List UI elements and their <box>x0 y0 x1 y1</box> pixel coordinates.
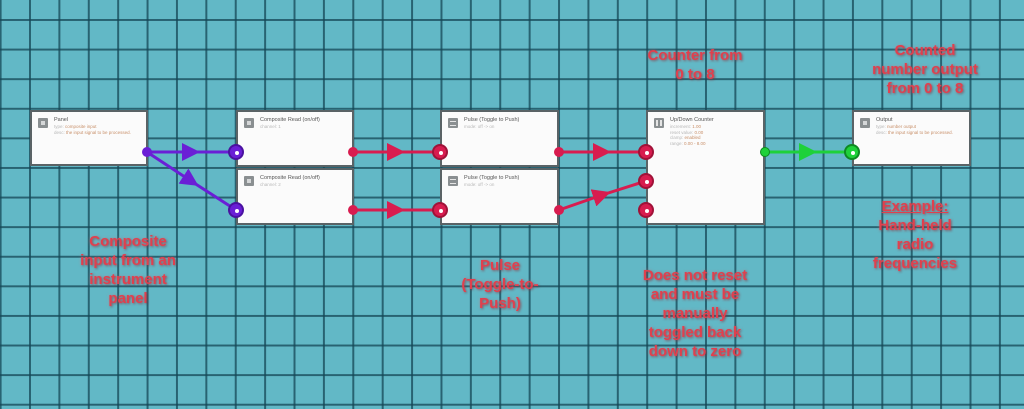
composite-read-node-1[interactable]: Composite Read (on/off) channel: 1 <box>236 110 354 167</box>
output-input-port[interactable] <box>844 144 860 160</box>
counter-output-port[interactable] <box>760 147 770 157</box>
annotation-counter-range: Counter from 0 to 8 <box>647 47 743 83</box>
composite-read-icon <box>244 118 254 128</box>
annotation-output-range: Counted number output from 0 to 8 <box>872 42 978 97</box>
node-title: Panel <box>54 117 69 123</box>
node-properties: channel: 1 <box>260 124 281 129</box>
composite-read-2-output-port[interactable] <box>348 205 358 215</box>
composite-read-1-input-port[interactable] <box>228 144 244 160</box>
node-properties: mode: off -> on <box>464 124 495 129</box>
pulse-1-output-port[interactable] <box>554 147 564 157</box>
node-title: Up/Down Counter <box>670 117 714 123</box>
node-properties: type: number output desc: the input sign… <box>876 124 953 135</box>
pulse-icon <box>448 118 458 128</box>
annotation-pulse: Pulse (Toggle-to- Push) <box>461 257 539 312</box>
node-title: Composite Read (on/off) <box>260 117 320 123</box>
counter-icon <box>654 118 664 128</box>
node-title: Output <box>876 117 893 123</box>
pulse-icon <box>448 176 458 186</box>
pulse-node-1[interactable]: Pulse (Toggle to Push) mode: off -> on <box>440 110 559 167</box>
composite-read-node-2[interactable]: Composite Read (on/off) channel: 2 <box>236 168 354 225</box>
wire-panel-to-read2[interactable] <box>146 150 237 212</box>
pulse-2-output-port[interactable] <box>554 205 564 215</box>
example-heading: Example: <box>881 198 949 215</box>
panel-node[interactable]: Panel type: composite input desc: the in… <box>30 110 148 166</box>
output-node[interactable]: Output type: number output desc: the inp… <box>852 110 971 166</box>
node-title: Composite Read (on/off) <box>260 175 320 181</box>
pulse-node-2[interactable]: Pulse (Toggle to Push) mode: off -> on <box>440 168 559 225</box>
counter-up-input-port[interactable] <box>638 144 654 160</box>
annotation-composite-input: Composite input from an instrument panel <box>80 233 176 307</box>
counter-down-input-port[interactable] <box>638 173 654 189</box>
node-title: Pulse (Toggle to Push) <box>464 175 520 181</box>
up-down-counter-node[interactable]: Up/Down Counter increment: 1.00 reset va… <box>646 110 765 225</box>
pulse-2-input-port[interactable] <box>432 202 448 218</box>
node-properties: type: composite input desc: the input si… <box>54 124 131 135</box>
composite-read-icon <box>244 176 254 186</box>
panel-output-port[interactable] <box>142 147 152 157</box>
composite-read-2-input-port[interactable] <box>228 202 244 218</box>
node-properties: channel: 2 <box>260 182 281 187</box>
wire-pulse2-to-counter-down[interactable] <box>558 179 647 212</box>
node-properties: mode: off -> on <box>464 182 495 187</box>
pulse-1-input-port[interactable] <box>432 144 448 160</box>
output-icon <box>860 118 870 128</box>
composite-read-1-output-port[interactable] <box>348 147 358 157</box>
node-properties: increment: 1.00 reset value: 0.00 clamp:… <box>670 124 706 146</box>
node-title: Pulse (Toggle to Push) <box>464 117 520 123</box>
annotation-example: Example: Hand-held radio frequencies <box>850 197 980 273</box>
counter-reset-input-port[interactable] <box>638 202 654 218</box>
annotation-no-reset: Does not reset and must be manually togg… <box>642 267 748 360</box>
panel-icon <box>38 118 48 128</box>
